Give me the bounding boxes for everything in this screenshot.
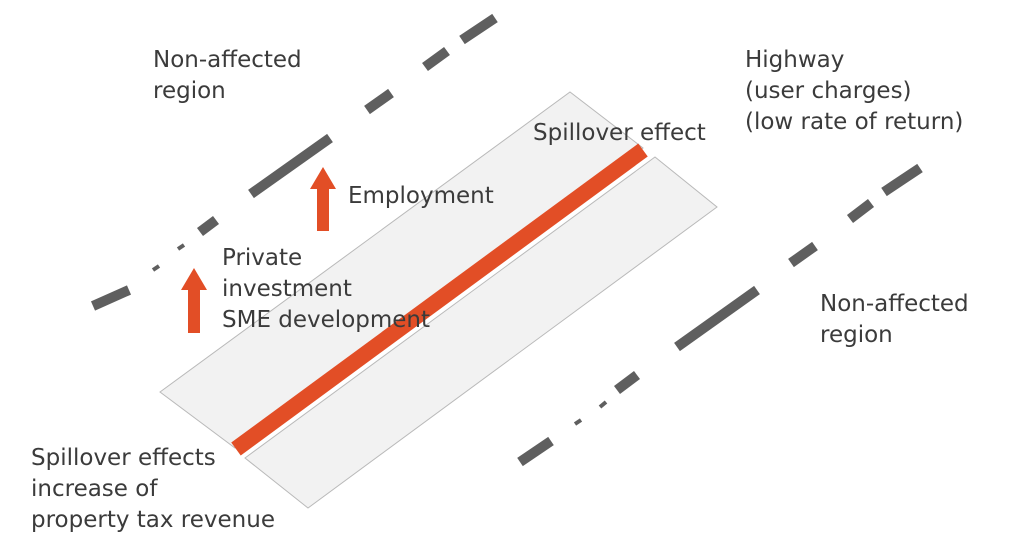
affected-area-band-upper bbox=[159, 91, 644, 449]
boundary-dash bbox=[674, 285, 760, 352]
label-spillover-effects-tax: Spillover effects increase of property t… bbox=[31, 445, 275, 533]
boundary-dash bbox=[517, 436, 554, 467]
boundary-line-lower-right bbox=[517, 163, 923, 467]
boundary-dash bbox=[614, 371, 640, 394]
up-arrow-icon bbox=[310, 167, 336, 231]
label-spillover-effect: Spillover effect bbox=[533, 120, 706, 146]
boundary-dash bbox=[197, 216, 219, 236]
boundary-dash bbox=[248, 133, 333, 199]
boundary-line-upper-left bbox=[90, 13, 498, 311]
boundary-dash bbox=[422, 46, 450, 72]
label-non-affected-region-top: Non-affected region bbox=[153, 47, 302, 104]
boundary-dash bbox=[364, 88, 394, 115]
up-arrow-icon bbox=[181, 268, 207, 333]
label-employment: Employment bbox=[348, 183, 494, 209]
highway-road bbox=[231, 143, 648, 456]
boundary-dot bbox=[176, 243, 186, 251]
affected-area-band-lower bbox=[244, 156, 718, 509]
label-highway: Highway (user charges) (low rate of retu… bbox=[745, 47, 964, 135]
label-private-investment: Private investment SME development bbox=[222, 245, 431, 333]
boundary-dash bbox=[846, 199, 875, 223]
boundary-dot bbox=[598, 400, 608, 409]
boundary-dash bbox=[881, 163, 923, 197]
boundary-dash bbox=[90, 285, 132, 311]
boundary-dash bbox=[459, 13, 498, 45]
label-non-affected-region-right: Non-affected region bbox=[820, 291, 969, 348]
boundary-dash bbox=[788, 241, 818, 268]
boundary-dot bbox=[573, 418, 583, 426]
boundary-dot bbox=[151, 264, 161, 272]
